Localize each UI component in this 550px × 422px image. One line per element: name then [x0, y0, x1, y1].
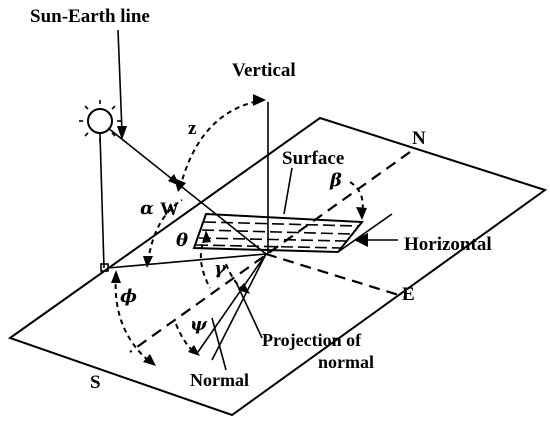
horizontal-label: Horizontal [404, 234, 492, 255]
surface-azimuth-label: γ [214, 258, 227, 279]
vertical-label: Vertical [232, 60, 296, 81]
south-label: S [90, 372, 101, 393]
horizontal-plane [7, 116, 548, 417]
azimuth-arc [114, 274, 151, 363]
psi-arc [175, 323, 197, 355]
projection-label-line1: Projection of [262, 330, 362, 350]
tilted-surface [192, 212, 364, 254]
horizontal-reference-line [337, 213, 393, 253]
altitude-angle-label: α [140, 198, 154, 219]
psi-angle-label: ψ [190, 314, 208, 335]
zenith-arc [179, 99, 265, 189]
sun-icon [79, 100, 121, 142]
east-label: E [402, 284, 415, 305]
incidence-angle-label: θ [176, 230, 188, 251]
projection-label-line2: normal [318, 352, 374, 372]
tilt-arc [349, 181, 364, 215]
surface-azimuth-arc [225, 263, 247, 293]
normal-line [197, 253, 267, 353]
north-label: N [412, 128, 426, 149]
normal-label-pointer [211, 317, 227, 371]
sun-projection-line [107, 253, 267, 269]
zenith-angle-label: z [188, 118, 197, 139]
west-label: W [160, 199, 179, 220]
projection-label-pointer [235, 281, 263, 339]
normal-label: Normal [190, 370, 249, 390]
sun-earth-pointer [117, 29, 123, 133]
sun-earth-line-label: Sun-Earth line [30, 6, 150, 27]
incidence-arc [199, 235, 211, 289]
surface-label: Surface [282, 148, 344, 169]
altitude-arc [147, 199, 183, 263]
east-west-axis [265, 252, 406, 299]
surface-pointer [283, 167, 293, 215]
sun-vertical-drop [99, 133, 105, 269]
tilt-angle-label: β [329, 170, 342, 191]
solar-azimuth-label: ϕ [120, 286, 137, 307]
north-south-axis [129, 151, 411, 353]
sun-earth-ray [107, 127, 267, 255]
normal-projection-line [211, 253, 267, 361]
